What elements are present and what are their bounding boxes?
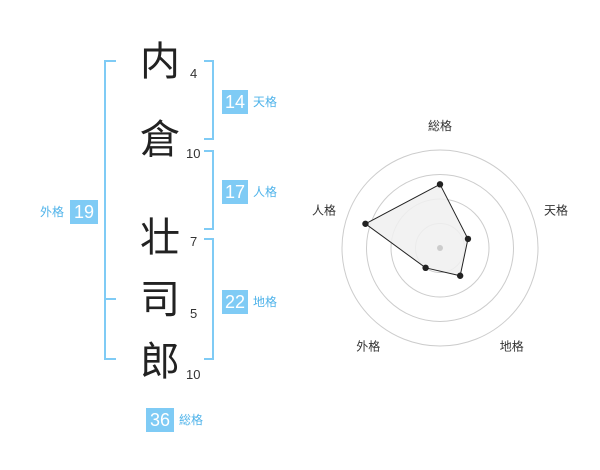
tenkaku-value-badge: 14 (222, 90, 248, 114)
radar-grid-ring (366, 174, 514, 322)
name-char-4: 司 (140, 277, 180, 323)
radar-grid-ring (341, 149, 539, 347)
radar-axis-label-4: 人格 (312, 202, 336, 217)
stroke-count-3: 7 (190, 234, 198, 249)
radar-point-4 (362, 220, 369, 227)
chikaku-value-badge: 22 (222, 290, 248, 314)
radar-point-1 (464, 235, 472, 243)
name-char-2: 倉 (140, 117, 180, 163)
chikaku-label: 地格 (253, 295, 278, 309)
stroke-count-5: 10 (186, 367, 201, 382)
soukaku-value-badge: 36 (146, 408, 174, 432)
radar-axis-label-1: 天格 (544, 202, 568, 217)
radar-area (364, 183, 469, 277)
radar-point-0 (436, 181, 444, 188)
jinkaku-value-badge: 17 (222, 180, 248, 204)
jinkaku-label: 人格 (253, 185, 278, 199)
radar-axis-label-2: 地格 (500, 339, 524, 354)
tenkaku-label: 天格 (253, 95, 278, 109)
name-char-1: 内 (140, 39, 180, 85)
stroke-count-2: 10 (186, 146, 201, 161)
stroke-count-4: 5 (190, 306, 198, 321)
radar-point-2 (456, 272, 464, 279)
radar-center-dot (437, 245, 443, 251)
gaikaku-label: 外格 (40, 205, 65, 219)
name-char-5: 郎 (140, 339, 180, 385)
stroke-count-1: 4 (190, 66, 198, 81)
radar-axis-label-3: 外格 (356, 339, 380, 354)
radar-axis-label-0: 総格 (428, 118, 452, 133)
name-char-3: 壮 (140, 215, 180, 261)
radar-point-3 (422, 264, 429, 272)
soukaku-label: 総格 (179, 413, 204, 427)
gaikaku-value-badge: 19 (70, 200, 98, 224)
